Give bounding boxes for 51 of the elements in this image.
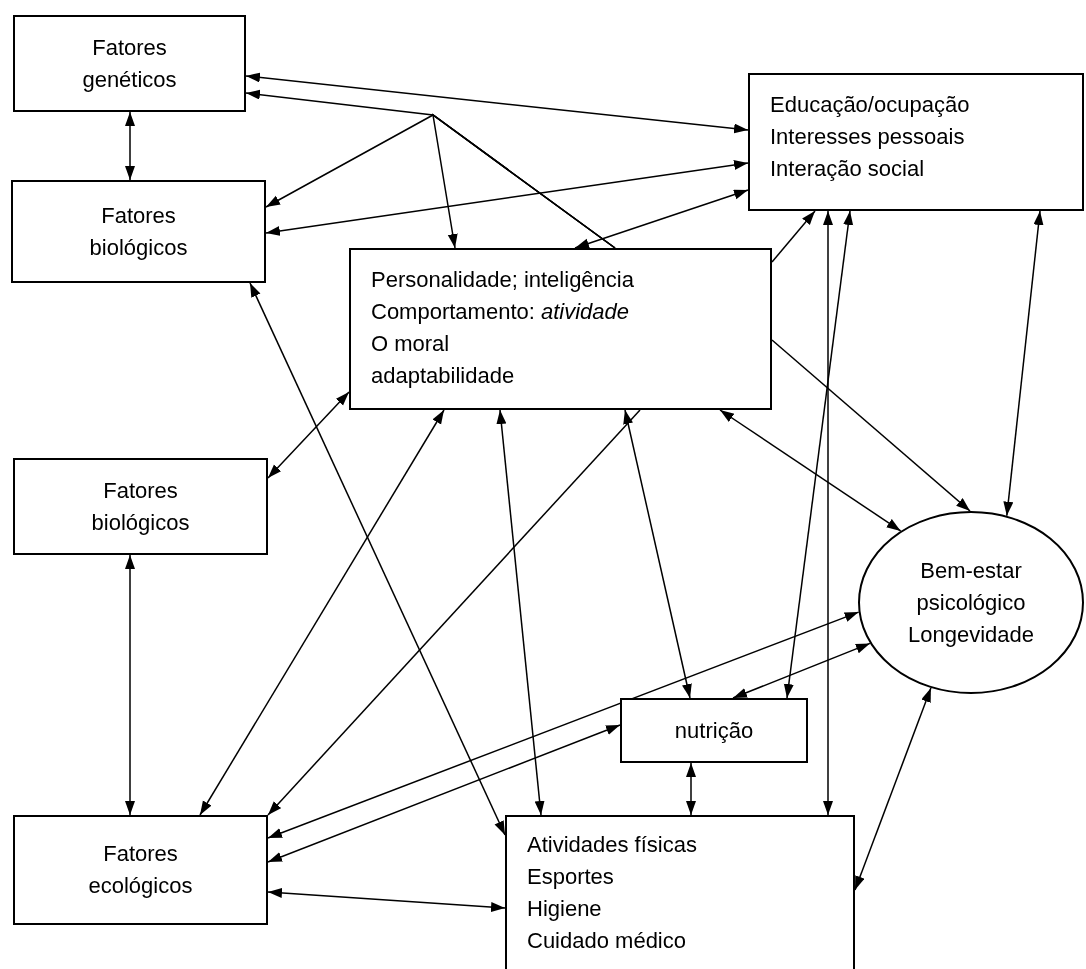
process-box <box>13 15 246 112</box>
node-text: adaptabilidade <box>371 362 515 390</box>
node-text: Fatores biológicos <box>90 476 191 537</box>
arrow <box>732 642 871 699</box>
arrow <box>686 762 696 816</box>
node-text: Personalidade; inteligência <box>371 266 634 294</box>
arrow <box>574 189 749 249</box>
ellipse-node <box>858 511 1084 694</box>
arrow <box>771 210 816 263</box>
arrow <box>623 409 692 699</box>
arrow <box>431 113 616 249</box>
node-text: Comportamento: atividade <box>371 298 630 326</box>
arrow <box>496 409 545 816</box>
process-box <box>620 698 808 763</box>
node-text: O moral <box>371 330 450 358</box>
arrow <box>267 391 350 479</box>
process-box <box>13 815 268 925</box>
arrow <box>719 409 902 532</box>
arrow <box>823 210 833 816</box>
arrow <box>125 554 135 816</box>
arrow <box>249 282 506 836</box>
arrow <box>199 409 445 816</box>
process-box <box>11 180 266 283</box>
arrow <box>125 111 135 181</box>
node-text: Educação/ocupação <box>770 91 970 119</box>
node-text: nutrição <box>674 716 754 745</box>
arrow <box>267 724 621 863</box>
arrow <box>267 409 641 816</box>
arrow <box>783 210 854 699</box>
process-box <box>505 815 855 969</box>
arrow <box>1003 210 1044 517</box>
node-text: Interesses pessoais <box>770 123 965 151</box>
node-text: Bem-estar psicológico <box>915 556 1027 617</box>
node-text: Esportes <box>527 863 614 891</box>
node-text: Fatores ecológicos <box>87 840 194 900</box>
node-text: Fatores genéticos <box>81 33 178 94</box>
arrow <box>854 687 932 891</box>
node-text: Longevidade <box>908 620 1034 649</box>
process-box <box>349 248 772 410</box>
node-text: Cuidado médico <box>527 927 686 955</box>
process-box <box>748 73 1084 211</box>
arrow <box>265 160 749 236</box>
node-text: Fatores biológicos <box>88 201 189 262</box>
node-text: Atividades físicas <box>527 831 697 859</box>
arrow <box>245 72 749 134</box>
arrow <box>771 339 971 512</box>
node-text: Higiene <box>527 895 602 923</box>
arrow <box>267 611 860 839</box>
process-box <box>13 458 268 555</box>
node-text: Interação social <box>770 155 925 183</box>
arrow <box>267 887 506 913</box>
